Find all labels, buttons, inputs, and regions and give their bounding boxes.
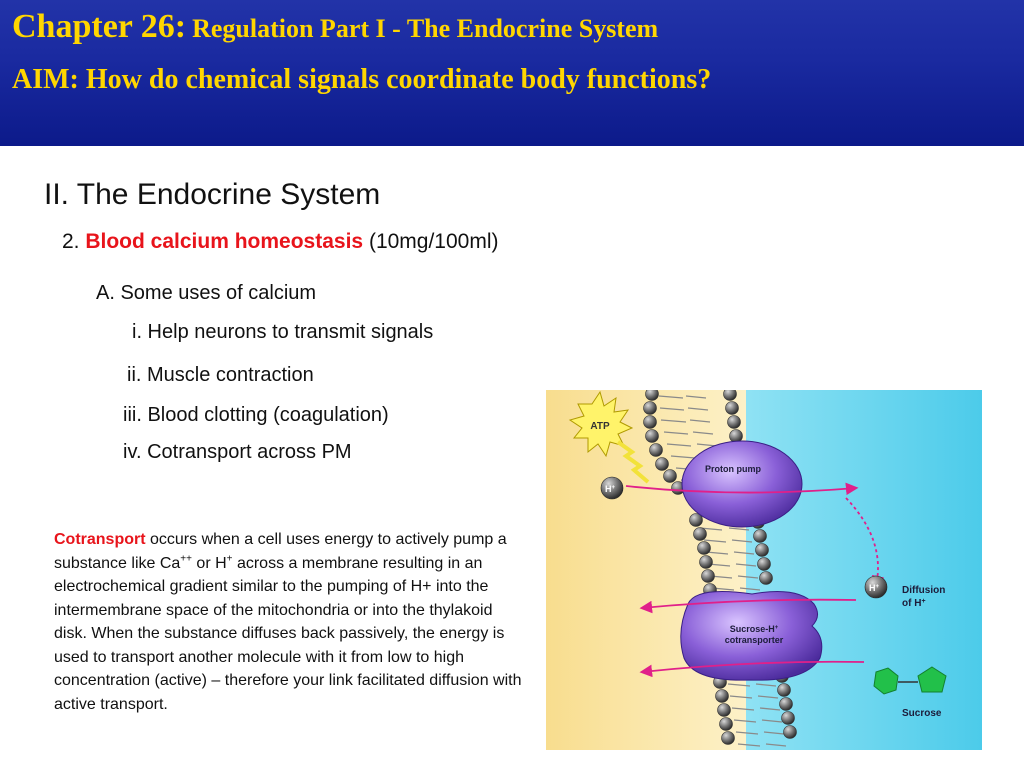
cotransporter: Sucrose-H+ cotransporter [680, 591, 823, 681]
glucose-ring [873, 667, 899, 695]
chapter-subtitle: Regulation Part I - The Endocrine System [192, 14, 659, 43]
calcium-use-1: i. Help neurons to transmit signals [132, 321, 434, 343]
sucrose-label: Sucrose [902, 708, 942, 719]
svg-text:Sucrose-H+: Sucrose-H+ [730, 624, 779, 634]
slide-header: Chapter 26:Regulation Part I - The Endoc… [0, 0, 1024, 146]
calcium-use-3: iii. Blood clotting (coagulation) [123, 404, 389, 426]
sucrose-molecule [873, 666, 947, 695]
item-number: 2. [62, 230, 80, 253]
calcium-use-2: ii. Muscle contraction [127, 364, 314, 386]
energy-bolt-icon [616, 440, 650, 484]
item-value: (10mg/100ml) [368, 230, 499, 253]
item-title: Blood calcium homeostasis [85, 230, 364, 253]
paragraph-part-1: occurs when a cell uses energy to active… [54, 531, 507, 572]
cotransport-term: Cotransport [54, 531, 146, 548]
chapter-number: Chapter 26: [12, 8, 187, 45]
cotransporter-label-2: cotransporter [725, 635, 784, 645]
paragraph-part-3: across a membrane resulting in an electr… [54, 554, 522, 713]
diffusion-label-1: Diffusion [902, 585, 945, 596]
chapter-title: Chapter 26:Regulation Part I - The Endoc… [12, 8, 658, 46]
ca-charge: ++ [180, 553, 192, 565]
svg-text:H+: H+ [605, 484, 616, 494]
h-charge: + [226, 553, 233, 565]
cotransport-diagram: ATP H+ Proton pump Sucrose-H+ cotranspor… [546, 390, 982, 750]
outline-item-2: 2. Blood calcium homeostasis (10mg/100ml… [62, 230, 499, 254]
calcium-use-4: iv. Cotransport across PM [123, 441, 352, 463]
atp-label: ATP [590, 421, 610, 432]
proton-pump-label: Proton pump [705, 464, 761, 474]
svg-text:of H+: of H+ [902, 598, 926, 609]
proton-pump: Proton pump [681, 440, 803, 528]
cotransporter-label-1: Sucrose-H [730, 624, 775, 634]
paragraph-part-2: or H [191, 554, 227, 572]
section-title: II. The Endocrine System [44, 178, 381, 211]
diffusion-label-2: of H [902, 598, 921, 609]
cotransport-paragraph: Cotransport occurs when a cell uses ener… [54, 528, 524, 716]
transport-arrows [625, 482, 885, 678]
subheading: A. Some uses of calcium [96, 282, 317, 304]
pump-arrow [625, 482, 859, 496]
atp-burst: ATP [568, 390, 650, 484]
h-return-arrow [639, 598, 857, 614]
aim-statement: AIM: How do chemical signals coordinate … [12, 64, 712, 95]
fructose-ring [917, 666, 947, 693]
svg-text:H+: H+ [869, 583, 880, 593]
h-ion-left: H+ [600, 476, 624, 500]
sucrose-arrow [639, 660, 865, 678]
cotransport-diagram-svg: ATP H+ Proton pump Sucrose-H+ cotranspor… [546, 390, 982, 750]
h-ion-right: H+ [864, 575, 888, 599]
